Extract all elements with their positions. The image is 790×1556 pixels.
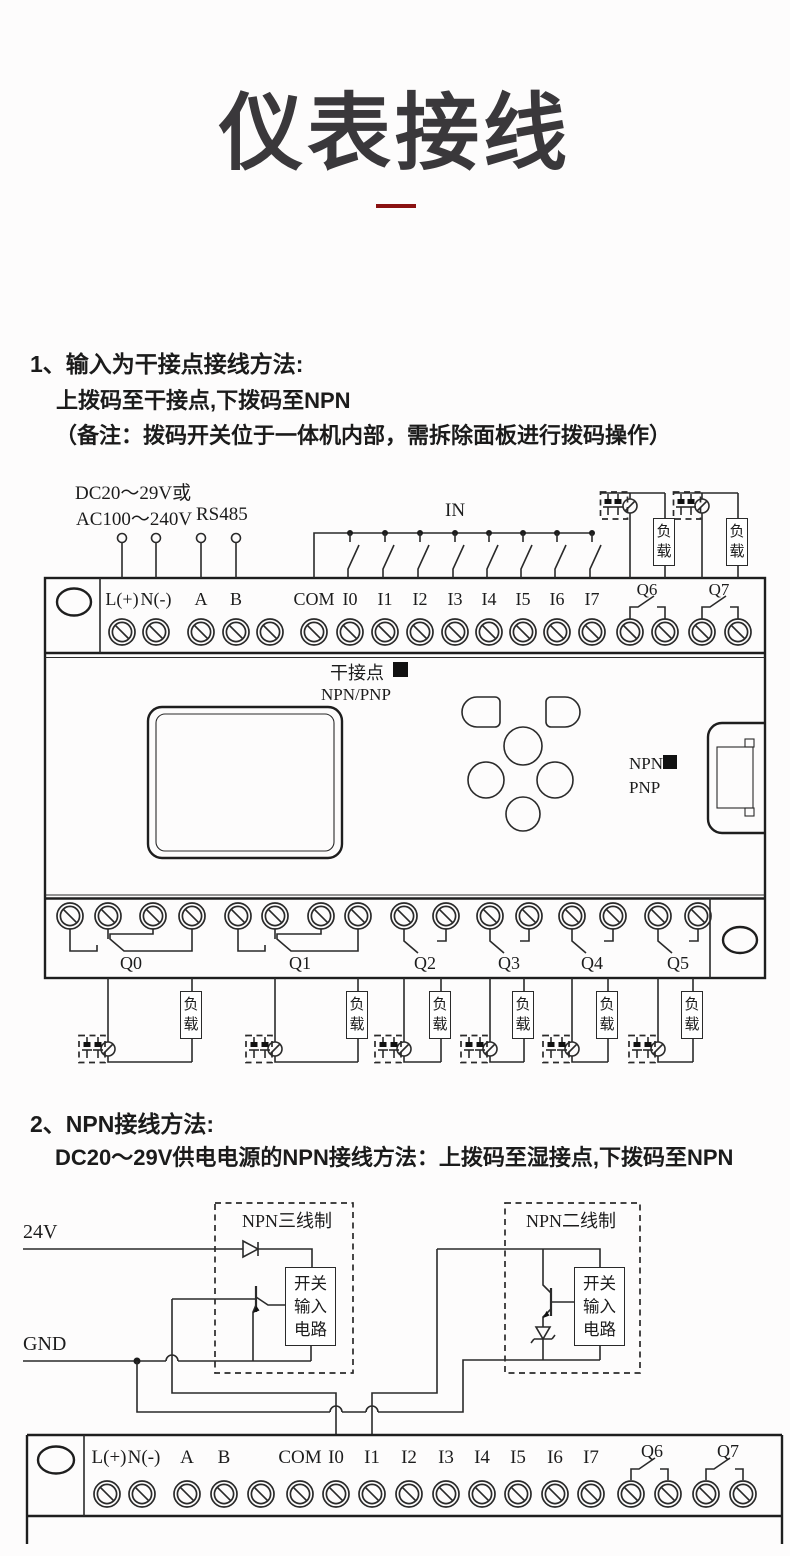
terminal-label: A — [194, 589, 208, 609]
load-box: 负载 — [653, 518, 675, 566]
switch-input-circuit-box: 开关 输入 电路 — [574, 1267, 625, 1347]
terminal-label: I1 — [364, 1447, 380, 1468]
terminal-label: I5 — [510, 1447, 526, 1468]
power-spec-label: DC20～29V或 — [75, 483, 192, 504]
top-terminal-screws — [108, 618, 752, 646]
left-function-button — [461, 696, 501, 728]
24v-label: 24V — [23, 1221, 58, 1243]
terminal-label: I6 — [549, 589, 565, 609]
right-button — [536, 761, 574, 799]
load-box: 负载 — [596, 991, 618, 1039]
left-button — [467, 761, 505, 799]
terminal-label: I3 — [438, 1447, 454, 1468]
output-label: Q1 — [289, 953, 311, 973]
title-underline — [376, 204, 416, 208]
load-box: 负载 — [429, 991, 451, 1039]
output-label: Q5 — [667, 953, 689, 973]
terminal-label: A — [180, 1447, 194, 1468]
terminal-label: I3 — [447, 589, 463, 609]
terminal-label: I0 — [328, 1447, 344, 1468]
right-function-button — [545, 696, 581, 728]
display-screen — [146, 705, 344, 860]
pnp-label: PNP — [629, 778, 661, 797]
up-button — [503, 726, 543, 766]
mounting-hole — [55, 587, 93, 617]
bottom-terminal-screws — [56, 902, 712, 930]
nav-buttons — [461, 696, 581, 832]
section1-heading: 1、输入为干接点接线方法: — [30, 351, 304, 377]
load-box: 负载 — [726, 518, 748, 566]
terminal-label: N(-) — [140, 589, 172, 609]
input-bus-switches — [313, 530, 602, 578]
terminal-label: I1 — [377, 589, 393, 609]
section1-note: （备注：拨码开关位于一体机内部，需拆除面板进行拨码操作） — [55, 423, 672, 448]
dip-switch-square-icon — [393, 662, 408, 677]
q7-label: Q7 — [717, 1441, 739, 1461]
terminal-label: B — [217, 1447, 231, 1468]
bottom-strip-screws — [93, 1480, 757, 1508]
switch-box-line: 开关 — [583, 1274, 616, 1293]
terminal-label: I0 — [342, 589, 358, 609]
terminal-label: I4 — [481, 589, 497, 609]
switch-input-circuit-box: 开关 输入 电路 — [285, 1267, 336, 1347]
mounting-hole — [721, 925, 759, 955]
mounting-hole — [36, 1445, 76, 1475]
terminal-label: I7 — [584, 589, 600, 609]
terminal-label: L(+) — [105, 589, 139, 609]
load-box: 负载 — [512, 991, 534, 1039]
section2-heading: 2、NPN接线方法: — [30, 1111, 215, 1137]
power-spec-label: AC100～240V — [76, 509, 193, 530]
terminal-label: I6 — [547, 1447, 563, 1468]
section1-sub: 上拨码至干接点,下拨码至NPN — [56, 388, 351, 413]
terminal-label: COM — [278, 1447, 322, 1468]
q6-label: Q6 — [641, 1441, 663, 1461]
switch-box-line: 开关 — [294, 1274, 327, 1293]
gnd-label: GND — [23, 1333, 67, 1355]
npn-three-wire-label: NPN三线制 — [241, 1211, 333, 1231]
terminal-label: L(+) — [91, 1447, 127, 1468]
terminal-label: I2 — [401, 1447, 417, 1468]
switch-box-line: 电路 — [294, 1320, 327, 1340]
section2-sub: DC20～29V供电电源的NPN接线方法：上拨码至湿接点,下拨码至NPN — [55, 1145, 734, 1170]
dry-contact-label: 干接点 — [330, 663, 384, 683]
terminal-label: I2 — [412, 589, 428, 609]
output-label: Q4 — [581, 953, 603, 973]
dip-switch-square-icon — [663, 755, 677, 769]
switch-box-line: 输入 — [294, 1297, 327, 1317]
down-button — [505, 796, 541, 832]
terminal-label: I7 — [583, 1447, 599, 1468]
load-box: 负载 — [180, 991, 202, 1039]
output-label: Q3 — [498, 953, 520, 973]
expansion-port — [706, 721, 765, 835]
in-bus-label: IN — [445, 500, 466, 521]
npn-label: NPN — [629, 754, 664, 773]
switch-box-line: 输入 — [583, 1297, 616, 1317]
output-label: Q0 — [120, 953, 142, 973]
q7-label: Q7 — [708, 580, 730, 599]
output-contact-symbols — [69, 929, 699, 954]
npn-two-wire-label: NPN二线制 — [525, 1211, 617, 1231]
page-title: 仪表接线 — [218, 86, 571, 180]
load-box: 负载 — [346, 991, 368, 1039]
switch-box-line: 电路 — [583, 1320, 616, 1340]
terminal-label: COM — [293, 589, 335, 609]
rs485-label: RS485 — [196, 504, 248, 525]
terminal-label: B — [229, 589, 243, 609]
q6-label: Q6 — [636, 580, 658, 599]
load-box: 负载 — [681, 991, 703, 1039]
terminal-label: I4 — [474, 1447, 490, 1468]
terminal-label: I5 — [515, 589, 531, 609]
output-label: Q2 — [414, 953, 436, 973]
npn-pnp-label: NPN/PNP — [321, 685, 391, 704]
power-input-leads — [116, 532, 242, 578]
terminal-label: N(-) — [127, 1447, 161, 1468]
